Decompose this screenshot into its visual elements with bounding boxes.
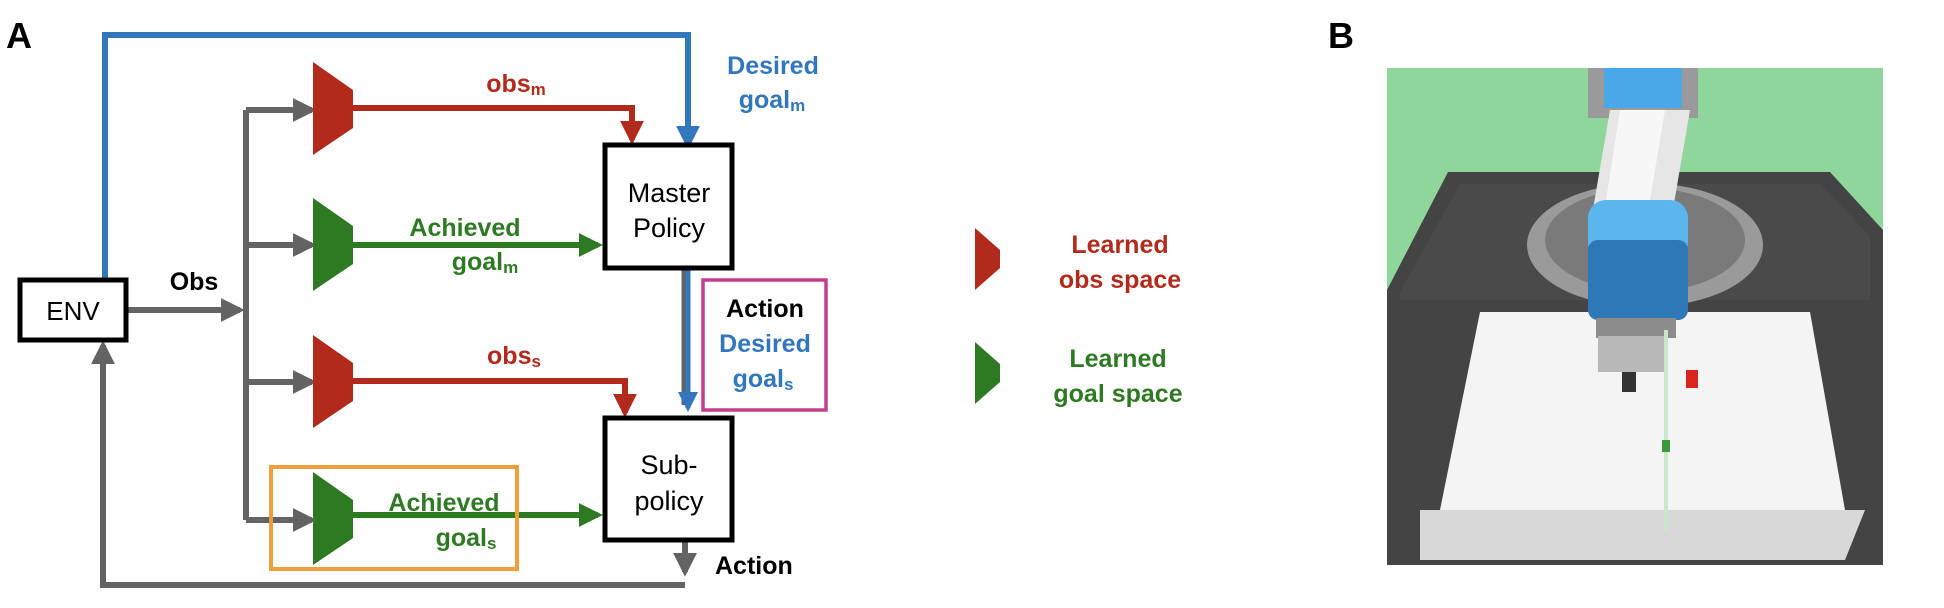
obs-m-sub: m	[531, 80, 546, 99]
sub-policy-box	[602, 415, 735, 543]
achieved-m-word: Achieved	[409, 214, 520, 242]
legend-obs-line2: obs space	[1059, 266, 1181, 294]
legend-obs-line1: Learned	[1071, 231, 1168, 259]
desired-goal-m-arrow	[102, 32, 700, 280]
obs-s-label: obss	[487, 342, 541, 371]
env-box	[17, 277, 129, 343]
action-desired-goal-s-highlight	[701, 278, 828, 412]
obs-label: Obs	[170, 268, 219, 296]
legend-goal-line2: goal space	[1053, 380, 1182, 408]
desired-goal-s-label: goals	[733, 365, 794, 394]
master-policy-line1: Master	[628, 178, 711, 208]
desired-goal-m-base: goal	[739, 86, 790, 114]
panel-b-letter: B	[1328, 15, 1354, 56]
obs-s-base: obs	[487, 342, 531, 370]
action-bottom-label: Action	[715, 552, 793, 580]
achieved-goal-m-base: goal	[452, 248, 503, 276]
desired-s-word: Desired	[719, 330, 811, 358]
achieved-s-word: Achieved	[388, 489, 499, 517]
legend-obs-icon	[975, 228, 1000, 290]
desired-goal-m-label: goalm	[739, 86, 806, 115]
obs-m-label: obsm	[486, 70, 546, 99]
desired-goal-m-word: Desired	[727, 52, 819, 80]
achieved-goal-s-base: goal	[436, 524, 487, 552]
legend-goal-icon	[975, 342, 1000, 404]
action-mid-label: Action	[726, 295, 804, 323]
robot-scene-image	[1387, 68, 1883, 565]
sub-policy-line1: Sub-	[640, 450, 697, 480]
obs-s-arrow	[352, 378, 637, 418]
master-policy-box	[602, 142, 735, 271]
achieved-goal-s-label: goals	[436, 524, 497, 553]
legend-goal-line1: Learned	[1069, 345, 1166, 373]
obs-m-base: obs	[486, 70, 530, 98]
master-policy-line2: Policy	[633, 213, 706, 243]
obs-m-arrow	[352, 105, 644, 145]
desired-goal-m-sub: m	[790, 96, 805, 115]
sub-policy-line2: policy	[634, 486, 704, 516]
goal-s-encoder	[313, 472, 353, 565]
desired-goal-s-sub: s	[784, 375, 793, 394]
achieved-goal-m-label: goalm	[452, 248, 519, 277]
goal-m-encoder	[313, 198, 353, 291]
obs-s-encoder	[313, 335, 353, 428]
achieved-goal-s-highlight	[269, 465, 519, 571]
achieved-goal-s-sub: s	[487, 534, 496, 553]
panel-a-letter: A	[6, 15, 32, 56]
obs-m-encoder	[313, 62, 353, 155]
env-label: ENV	[46, 296, 100, 326]
feedback-loop-arrow	[91, 340, 685, 588]
desired-goal-s-base: goal	[733, 365, 784, 393]
obs-s-sub: s	[531, 352, 540, 371]
achieved-goal-m-sub: m	[503, 258, 518, 277]
